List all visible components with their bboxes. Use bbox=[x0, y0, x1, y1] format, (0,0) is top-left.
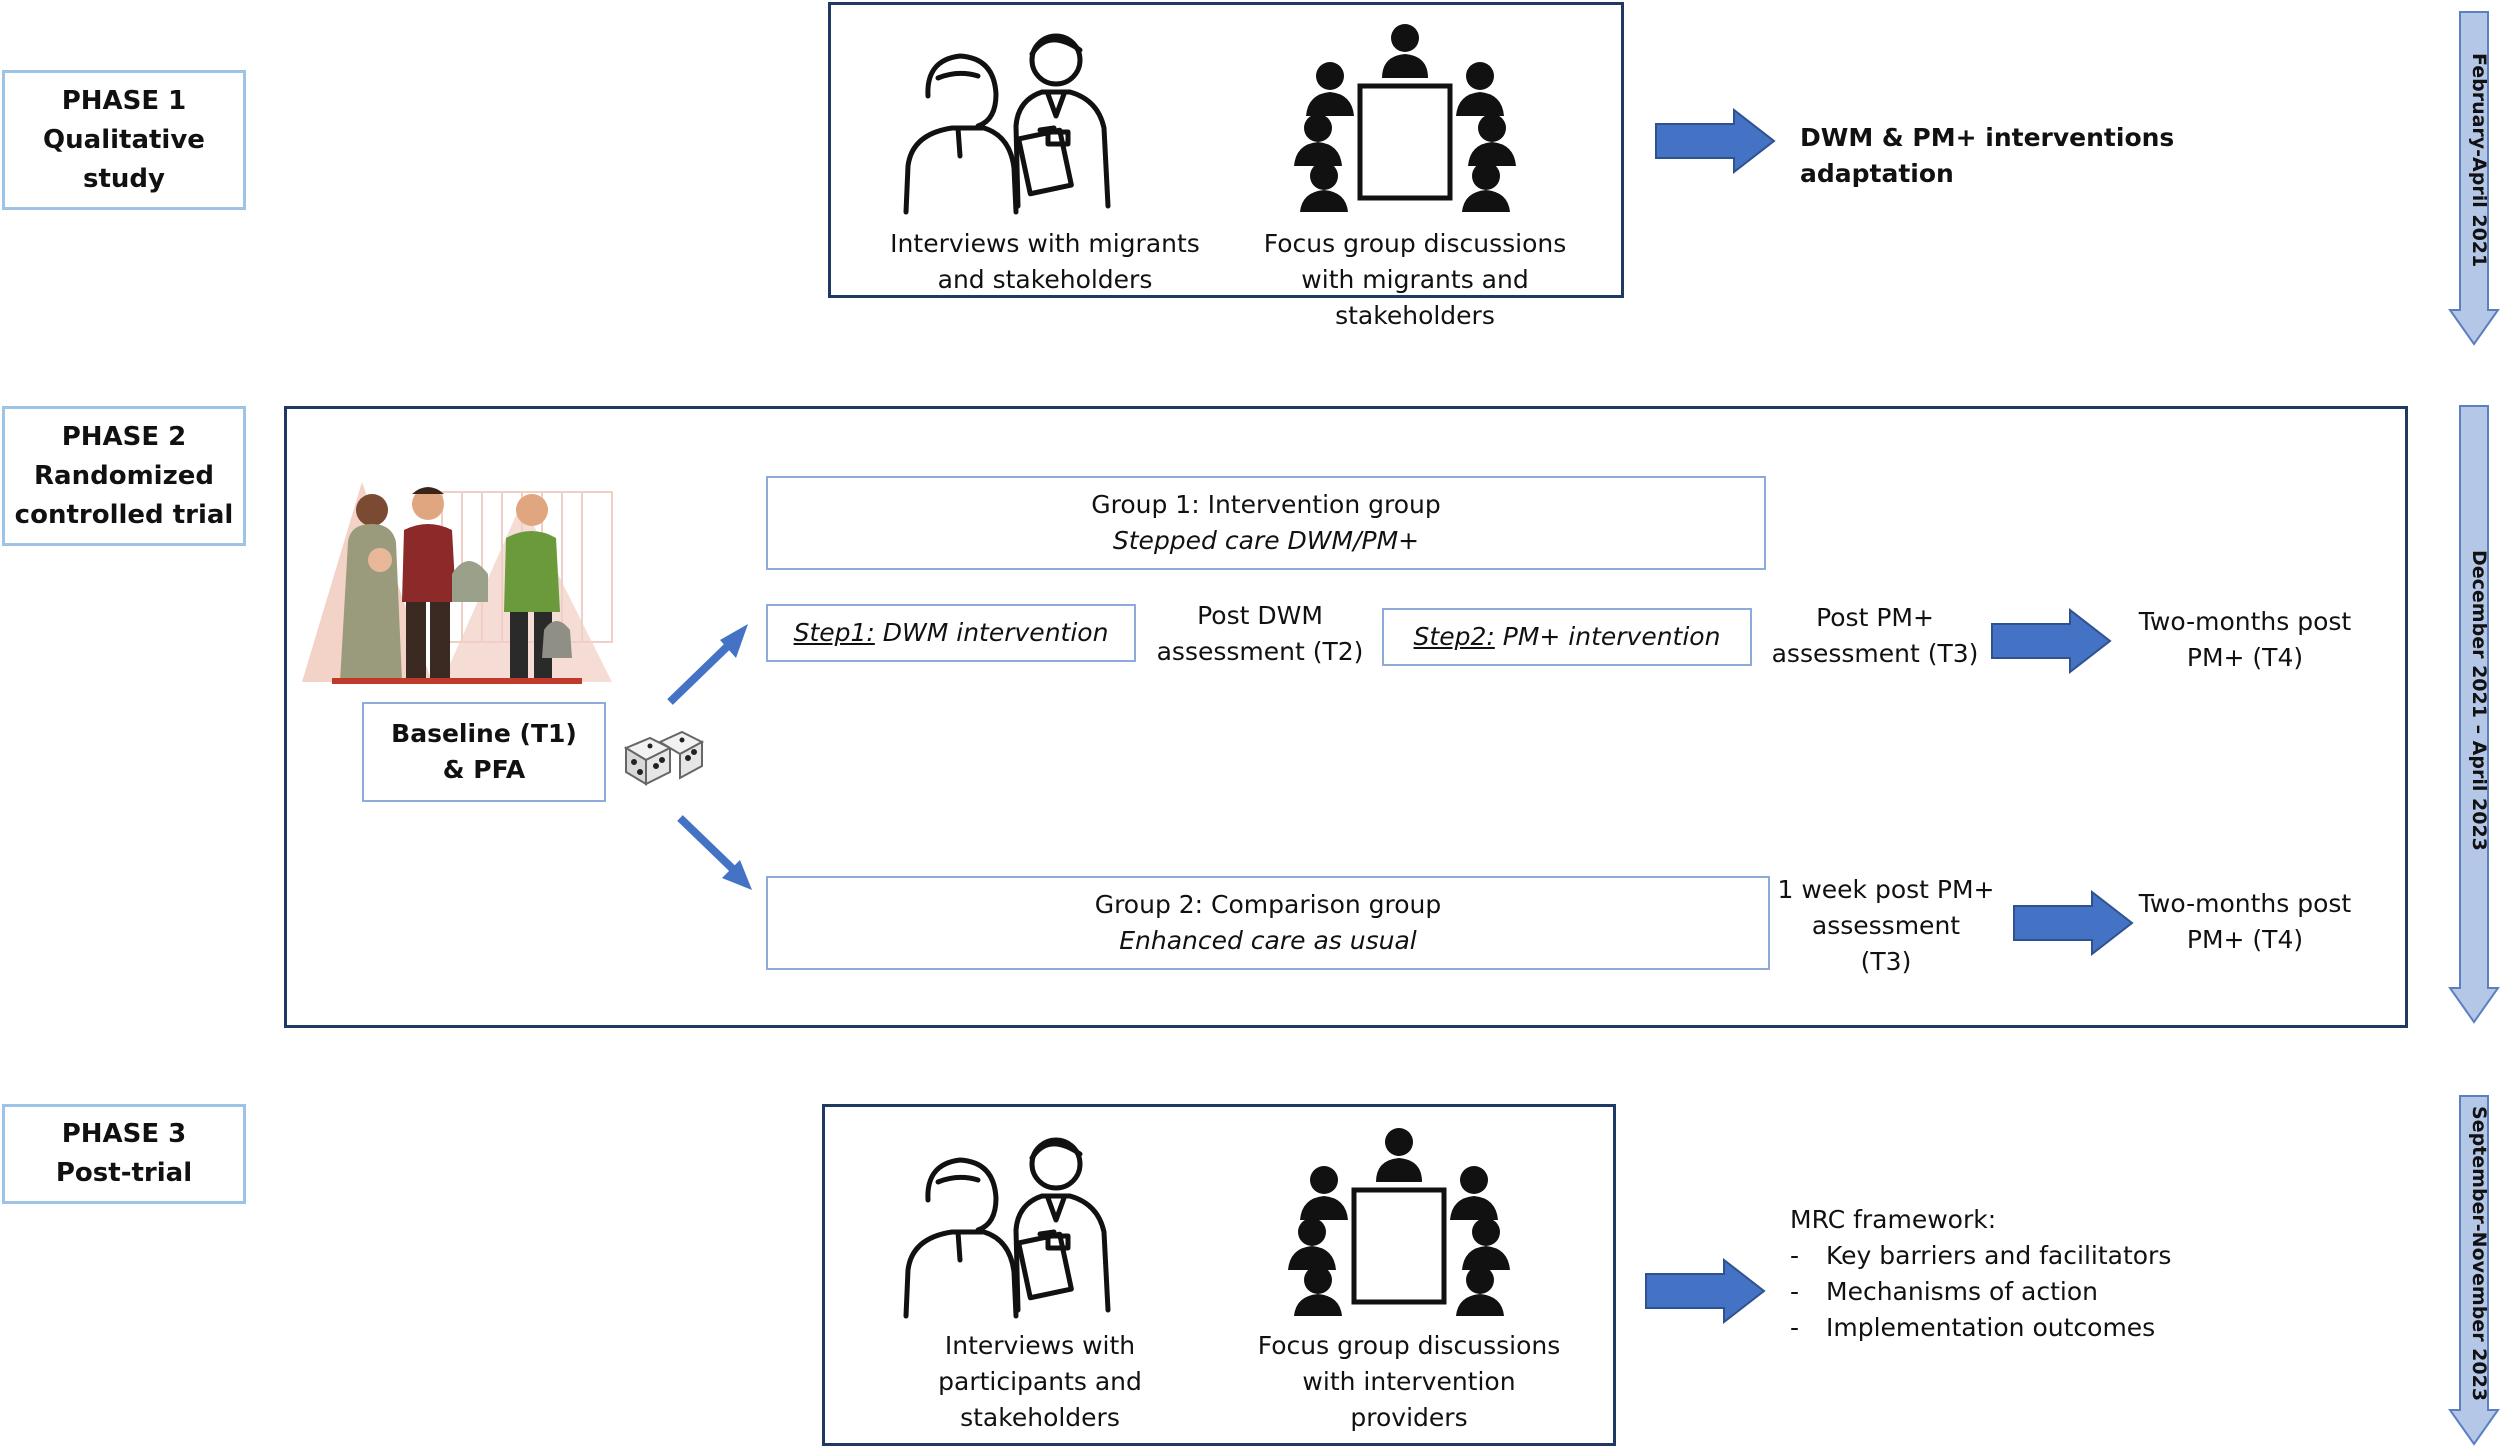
group2-box: Group 2: Comparison group Enhanced care … bbox=[766, 876, 1770, 970]
caption-line: with migrants and bbox=[1301, 265, 1529, 294]
interview-icon bbox=[903, 1137, 1111, 1319]
week-post-line: assessment bbox=[1811, 911, 1961, 940]
down-arrow-icon bbox=[2448, 11, 2500, 346]
caption-line: participants and bbox=[938, 1367, 1142, 1396]
phase2-trial-frame bbox=[284, 406, 2408, 1028]
focus-group-icon bbox=[1288, 1128, 1510, 1316]
mrc-item: -Implementation outcomes bbox=[1790, 1313, 2156, 1342]
down-arrow-icon bbox=[2448, 1095, 2500, 1446]
phase1-label-line: PHASE 1 bbox=[61, 85, 187, 116]
phase1-interview-caption: Interviews with migrants and stakeholder… bbox=[865, 226, 1225, 298]
phase3-label-box: PHASE 3 Post-trial bbox=[2, 1104, 246, 1204]
phase3-label-line: Post-trial bbox=[55, 1158, 193, 1188]
phase3-activities-frame bbox=[822, 1104, 1616, 1446]
followup-line: PM+ (T4) bbox=[2186, 925, 2304, 954]
step2-text: PM+ intervention bbox=[1494, 622, 1721, 651]
group2-title: Group 2: Comparison group bbox=[1094, 890, 1442, 919]
caption-line: Interviews with migrants bbox=[890, 229, 1200, 258]
baseline-box: Baseline (T1) & PFA bbox=[362, 702, 606, 802]
caption-line: Interviews with bbox=[944, 1331, 1136, 1360]
mrc-item: -Key barriers and facilitators bbox=[1790, 1241, 2172, 1270]
post-pm-line: assessment (T3) bbox=[1771, 639, 1979, 668]
step1-text: DWM intervention bbox=[874, 618, 1109, 647]
caption-line: providers bbox=[1350, 1403, 1468, 1432]
group1-box: Group 1: Intervention group Stepped care… bbox=[766, 476, 1766, 570]
mrc-framework: MRC framework: -Key barriers and facilit… bbox=[1790, 1202, 2310, 1346]
diagonal-arrows bbox=[667, 624, 752, 890]
week-post-line: (T3) bbox=[1860, 947, 1912, 976]
phase2-label-box: PHASE 2 Randomized controlled trial bbox=[2, 406, 246, 546]
group2-subtitle: Enhanced care as usual bbox=[1119, 926, 1417, 955]
phase2-label-line: Randomized bbox=[34, 460, 214, 491]
step1-prefix: Step1: bbox=[793, 618, 875, 647]
phase1-timeline: February-April 2021 bbox=[2468, 52, 2490, 268]
step2-box: Step2: PM+ intervention bbox=[1382, 608, 1752, 666]
caption-line: stakeholders bbox=[1335, 301, 1495, 330]
baseline-line: Baseline (T1) bbox=[391, 719, 577, 748]
phase1-label-box: PHASE 1 Qualitative study bbox=[2, 70, 246, 210]
mrc-title: MRC framework: bbox=[1790, 1205, 1997, 1234]
post-pm-assessment: Post PM+ assessment (T3) bbox=[1760, 600, 1990, 672]
caption-line: stakeholders bbox=[960, 1403, 1120, 1432]
focus-group-icon bbox=[1294, 24, 1516, 212]
group1-followup: Two-months post PM+ (T4) bbox=[2120, 604, 2370, 676]
right-arrow-icon bbox=[1645, 1258, 1766, 1324]
right-arrow-icon bbox=[2013, 890, 2134, 956]
mrc-item: -Mechanisms of action bbox=[1790, 1277, 2098, 1306]
caption-line: Focus group discussions bbox=[1257, 1331, 1561, 1360]
group1-title: Group 1: Intervention group bbox=[1091, 490, 1441, 519]
step1-box: Step1: DWM intervention bbox=[766, 604, 1136, 662]
followup-line: Two-months post bbox=[2138, 607, 2352, 636]
phase3-focus-caption: Focus group discussions with interventio… bbox=[1244, 1328, 1574, 1436]
caption-line: Focus group discussions bbox=[1263, 229, 1567, 258]
caption-line: and stakeholders bbox=[937, 265, 1153, 294]
group1-subtitle: Stepped care DWM/PM+ bbox=[1112, 526, 1420, 555]
post-dwm-line: Post DWM bbox=[1197, 601, 1323, 630]
baseline-line: & PFA bbox=[442, 755, 526, 784]
interview-icon bbox=[903, 33, 1111, 215]
group2-followup: Two-months post PM+ (T4) bbox=[2120, 886, 2370, 958]
caption-line: with intervention bbox=[1302, 1367, 1516, 1396]
mrc-item-label: Mechanisms of action bbox=[1826, 1277, 2098, 1306]
step2-prefix: Step2: bbox=[1413, 622, 1495, 651]
phase1-focus-caption: Focus group discussions with migrants an… bbox=[1250, 226, 1580, 334]
right-arrow-icon bbox=[1655, 108, 1776, 174]
week-post-line: 1 week post PM+ bbox=[1777, 875, 1995, 904]
week-post-assessment: 1 week post PM+ assessment (T3) bbox=[1766, 872, 2006, 980]
phase2-label-line: PHASE 2 bbox=[61, 421, 187, 452]
phase3-label-line: PHASE 3 bbox=[61, 1119, 187, 1149]
mrc-item-label: Implementation outcomes bbox=[1826, 1313, 2156, 1342]
post-dwm-assessment: Post DWM assessment (T2) bbox=[1140, 598, 1380, 670]
phase1-label-line: Qualitative bbox=[43, 124, 205, 155]
right-arrow-icon bbox=[1991, 608, 2112, 674]
migrants-illustration-icon bbox=[302, 482, 613, 684]
phase3-interview-caption: Interviews with participants and stakeho… bbox=[880, 1328, 1200, 1436]
down-arrow-icon bbox=[2448, 405, 2500, 1024]
phase2-timeline: December 2021 – April 2023 bbox=[2468, 549, 2490, 851]
phase2-label-line: controlled trial bbox=[14, 499, 234, 530]
dice-icon bbox=[623, 730, 705, 786]
phase1-activities-frame bbox=[828, 2, 1624, 298]
phase1-outcome: DWM & PM+ interventions adaptation bbox=[1800, 123, 2175, 188]
post-dwm-line: assessment (T2) bbox=[1156, 637, 1364, 666]
mrc-item-label: Key barriers and facilitators bbox=[1826, 1241, 2172, 1270]
post-pm-line: Post PM+ bbox=[1816, 603, 1934, 632]
followup-line: Two-months post bbox=[2138, 889, 2352, 918]
followup-line: PM+ (T4) bbox=[2186, 643, 2304, 672]
phase3-timeline: September-November 2023 bbox=[2468, 1106, 2490, 1402]
phase1-label-line: study bbox=[83, 163, 165, 194]
